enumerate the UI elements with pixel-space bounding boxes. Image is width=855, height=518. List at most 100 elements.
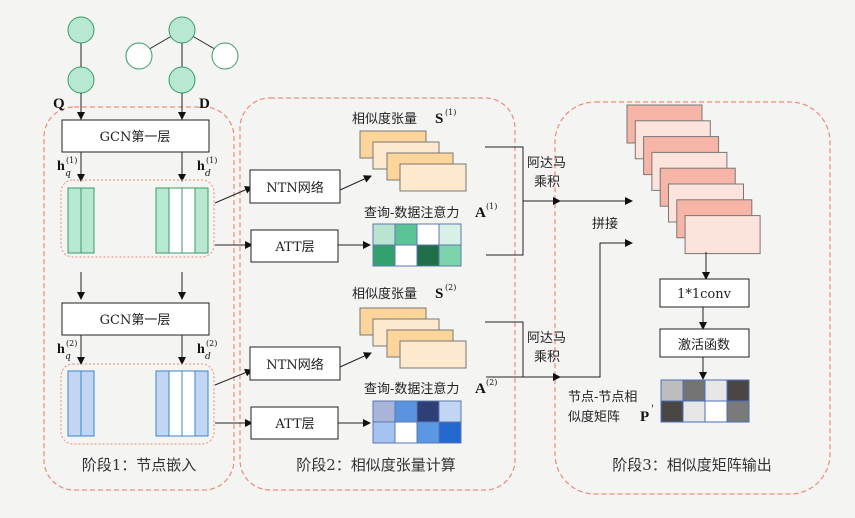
hd2-embedding bbox=[155, 370, 209, 437]
matrix-cell bbox=[726, 379, 750, 402]
data-node bbox=[125, 42, 153, 70]
svg-text:d: d bbox=[205, 352, 211, 362]
stage2-title: 阶段2：相似度张量计算 bbox=[296, 456, 456, 474]
hq1-embedding bbox=[67, 187, 95, 254]
concat-sheet bbox=[684, 215, 761, 255]
data-graph bbox=[125, 16, 239, 120]
activation-box bbox=[659, 328, 750, 358]
matrix-cell bbox=[660, 400, 684, 423]
matrix-cell bbox=[438, 223, 462, 246]
matrix-cell bbox=[394, 400, 418, 423]
att-box-2 bbox=[250, 406, 339, 440]
svg-text:h: h bbox=[197, 159, 205, 174]
hadamard-label-1-line2: 乘积 bbox=[534, 175, 560, 190]
query-node bbox=[67, 66, 95, 94]
matrix-cell bbox=[394, 223, 418, 246]
activation-label: 激活函数 bbox=[678, 338, 730, 353]
svg-text:(2): (2) bbox=[445, 283, 456, 292]
attention-1-label: 查询-数据注意力 A (1) bbox=[364, 202, 497, 221]
matrix-cell bbox=[660, 379, 684, 402]
svg-text:(1): (1) bbox=[206, 156, 217, 165]
stage1-container bbox=[43, 106, 235, 491]
gcn-layer-2-label: GCN第一层 bbox=[100, 313, 171, 328]
gcn-layer-2-box bbox=[61, 302, 210, 336]
svg-text:': ' bbox=[651, 404, 654, 415]
attention-matrix-2 bbox=[372, 400, 462, 444]
matrix-cell bbox=[682, 379, 706, 402]
hq2-label: h q (2) bbox=[57, 339, 77, 362]
svg-text:相似度张量: 相似度张量 bbox=[352, 111, 417, 127]
hq1-label: h q (1) bbox=[57, 156, 77, 179]
output-matrix-label: 节点-节点相 似度矩阵 P ' bbox=[568, 390, 654, 425]
hadamard-label-1-line1: 阿达马 bbox=[527, 156, 566, 171]
attention-matrix-1 bbox=[372, 223, 462, 267]
data-label: D bbox=[199, 96, 210, 112]
matrix-cell bbox=[372, 421, 396, 444]
ntn-label-2: NTN网络 bbox=[266, 357, 323, 373]
sim-tensor-2 bbox=[359, 307, 467, 369]
conv-box bbox=[659, 278, 750, 308]
svg-text:h: h bbox=[197, 342, 205, 357]
data-node bbox=[168, 16, 196, 44]
att-label-1: ATT层 bbox=[274, 240, 314, 255]
stage3-title: 阶段3：相似度矩阵输出 bbox=[612, 456, 772, 474]
svg-text:查询-数据注意力: 查询-数据注意力 bbox=[364, 381, 459, 397]
svg-text:查询-数据注意力: 查询-数据注意力 bbox=[364, 205, 459, 221]
svg-text:(1): (1) bbox=[445, 108, 456, 117]
hadamard-label-2-line1: 阿达马 bbox=[527, 331, 566, 346]
gcn-layer-1-label: GCN第一层 bbox=[100, 130, 171, 145]
sim-tensor-1-label: 相似度张量 S (1) bbox=[352, 108, 456, 127]
svg-text:q: q bbox=[65, 169, 71, 179]
hadamard-label-2-line2: 乘积 bbox=[534, 350, 560, 365]
matrix-cell bbox=[394, 244, 418, 267]
embedding-group-1 bbox=[60, 179, 215, 258]
matrix-cell bbox=[682, 400, 706, 423]
svg-text:(2): (2) bbox=[206, 339, 217, 348]
data-node bbox=[211, 42, 239, 70]
hadamard-bracket-1 bbox=[485, 146, 633, 256]
hd1-label: h d (1) bbox=[197, 156, 217, 179]
svg-text:S: S bbox=[435, 111, 443, 127]
svg-text:(2): (2) bbox=[486, 378, 497, 387]
svg-text:(2): (2) bbox=[66, 339, 77, 348]
matrix-cell bbox=[416, 244, 440, 267]
ntn-box-2 bbox=[249, 346, 341, 381]
attention-2-label: 查询-数据注意力 A (2) bbox=[364, 378, 497, 397]
output-similarity-matrix bbox=[660, 379, 750, 423]
svg-text:A: A bbox=[475, 205, 486, 221]
svg-text:(1): (1) bbox=[66, 156, 77, 165]
svg-text:h: h bbox=[57, 159, 65, 174]
matrix-cell bbox=[704, 379, 728, 402]
ntn-label-1: NTN网络 bbox=[266, 180, 323, 196]
att-label-2: ATT层 bbox=[274, 417, 314, 432]
matrix-cell bbox=[726, 400, 750, 423]
data-node bbox=[168, 66, 196, 94]
matrix-cell bbox=[416, 400, 440, 423]
matrix-cell bbox=[394, 421, 418, 444]
svg-text:P: P bbox=[640, 409, 649, 425]
matrix-cell bbox=[438, 400, 462, 423]
hadamard-bracket-2 bbox=[485, 239, 633, 381]
hq2-embedding bbox=[67, 370, 95, 437]
hd1-embedding bbox=[155, 187, 209, 254]
gcn-layer-1-box bbox=[61, 119, 210, 153]
matrix-cell bbox=[438, 244, 462, 267]
att-box-1 bbox=[250, 229, 339, 263]
svg-text:A: A bbox=[475, 381, 486, 397]
svg-text:(1): (1) bbox=[486, 202, 497, 211]
svg-text:似度矩阵: 似度矩阵 bbox=[568, 409, 620, 425]
sim-tensor-1 bbox=[359, 130, 467, 192]
conv-label: 1*1conv bbox=[677, 287, 732, 302]
concat-stack bbox=[626, 104, 761, 255]
matrix-cell bbox=[438, 421, 462, 444]
svg-text:S: S bbox=[435, 286, 443, 302]
stage2-container bbox=[239, 97, 516, 491]
svg-text:节点-节点相: 节点-节点相 bbox=[568, 390, 637, 405]
hd2-label: h d (2) bbox=[197, 339, 217, 362]
query-graph bbox=[67, 16, 95, 120]
svg-text:d: d bbox=[205, 169, 211, 179]
svg-text:h: h bbox=[57, 342, 65, 357]
stage3-container bbox=[554, 101, 831, 495]
query-label: Q bbox=[53, 96, 65, 112]
